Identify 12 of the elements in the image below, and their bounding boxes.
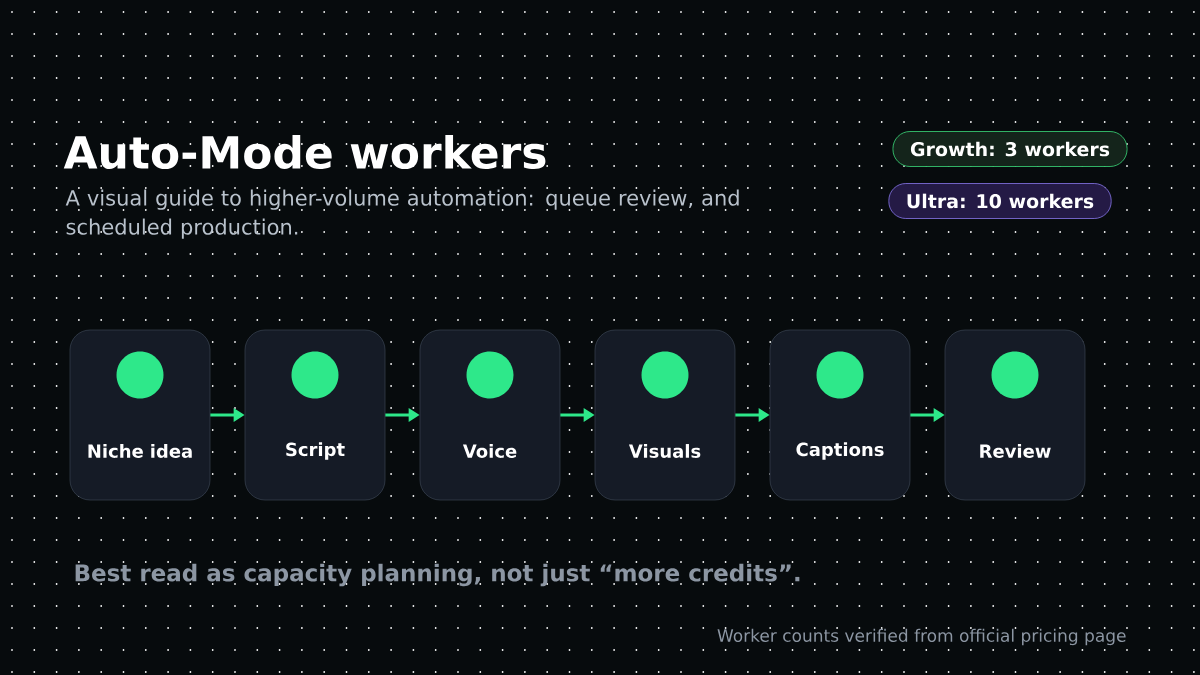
step-card: Niche idea: [69, 329, 211, 501]
badge: Growth: 3 workers: [892, 131, 1128, 167]
title: Auto-Mode workers: [63, 135, 546, 170]
step-card: Voice: [419, 329, 561, 501]
note-text: Best read as capacity planning, not just “more credits”.: [75, 563, 800, 587]
footnote: Worker counts verified from official pricing page: [717, 628, 1126, 646]
subtitle: A visual guide to higher-volume automation: queue review, and scheduled production.: [65, 189, 739, 239]
step-card: Review: [944, 329, 1086, 501]
badge: Ultra: 10 workers: [888, 183, 1112, 219]
step-card: Visuals: [594, 329, 736, 501]
step-card: Captions: [769, 329, 911, 501]
step-card: Script: [244, 329, 386, 501]
